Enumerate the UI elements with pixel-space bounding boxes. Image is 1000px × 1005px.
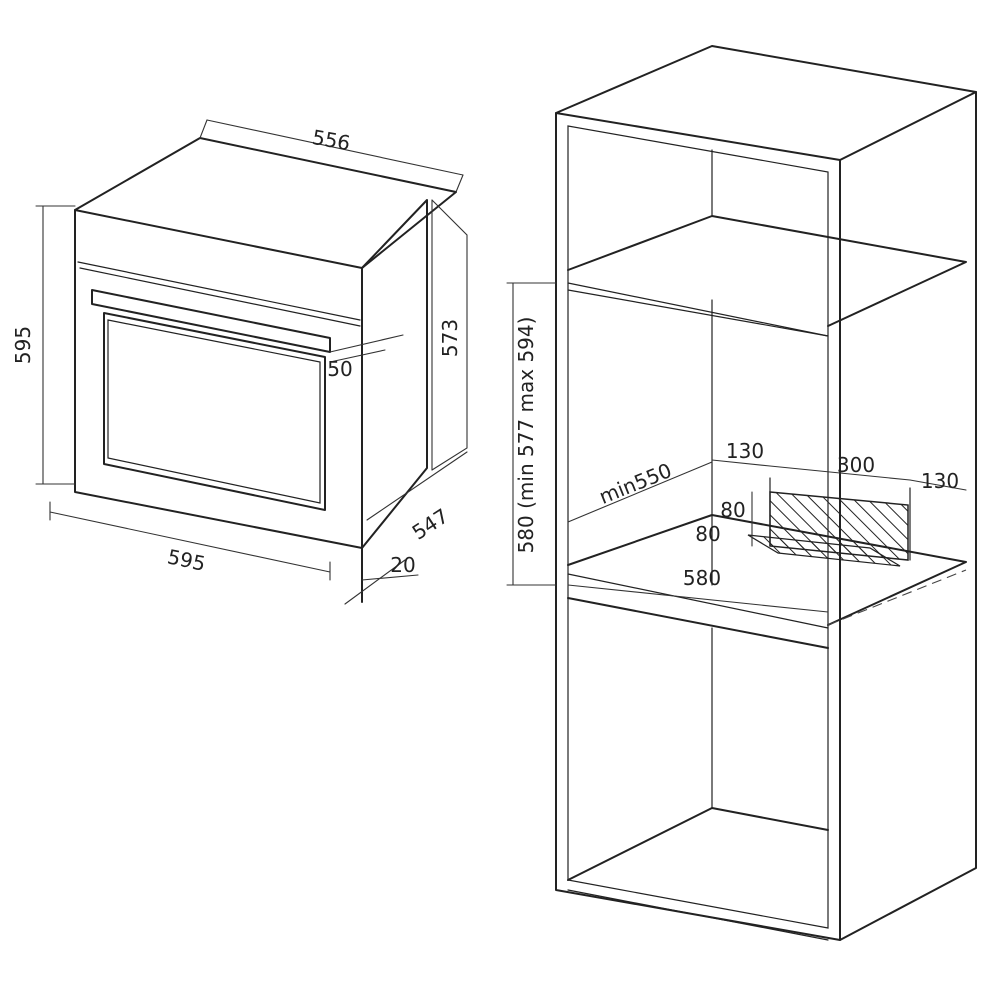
dim-vent-height: 80 — [720, 498, 745, 522]
dim-vent-depth: 80 — [695, 522, 720, 546]
dim-handle-protrusion: 50 — [327, 357, 352, 381]
dim-niche-height: 580 (min 577 max 594) — [514, 317, 538, 554]
dim-front-width: 595 — [165, 544, 207, 575]
cabinet-drawing — [555, 45, 977, 941]
dim-frame-thickness: 20 — [390, 553, 415, 577]
oven-dimension-lines — [35, 119, 468, 605]
dim-vent-left: 130 — [726, 439, 764, 463]
dim-min-depth: min550 — [596, 458, 675, 509]
dim-vent-right: 130 — [921, 469, 959, 493]
dim-niche-width: 580 — [683, 566, 721, 590]
cabinet-dimension-lines — [506, 282, 967, 626]
oven-drawing — [74, 137, 457, 603]
dim-side-height: 573 — [438, 319, 462, 357]
dim-top-depth: 556 — [310, 125, 352, 155]
dim-depth: 547 — [408, 504, 453, 545]
dim-vent-width: 300 — [837, 453, 875, 477]
dim-front-height: 595 — [11, 326, 35, 364]
